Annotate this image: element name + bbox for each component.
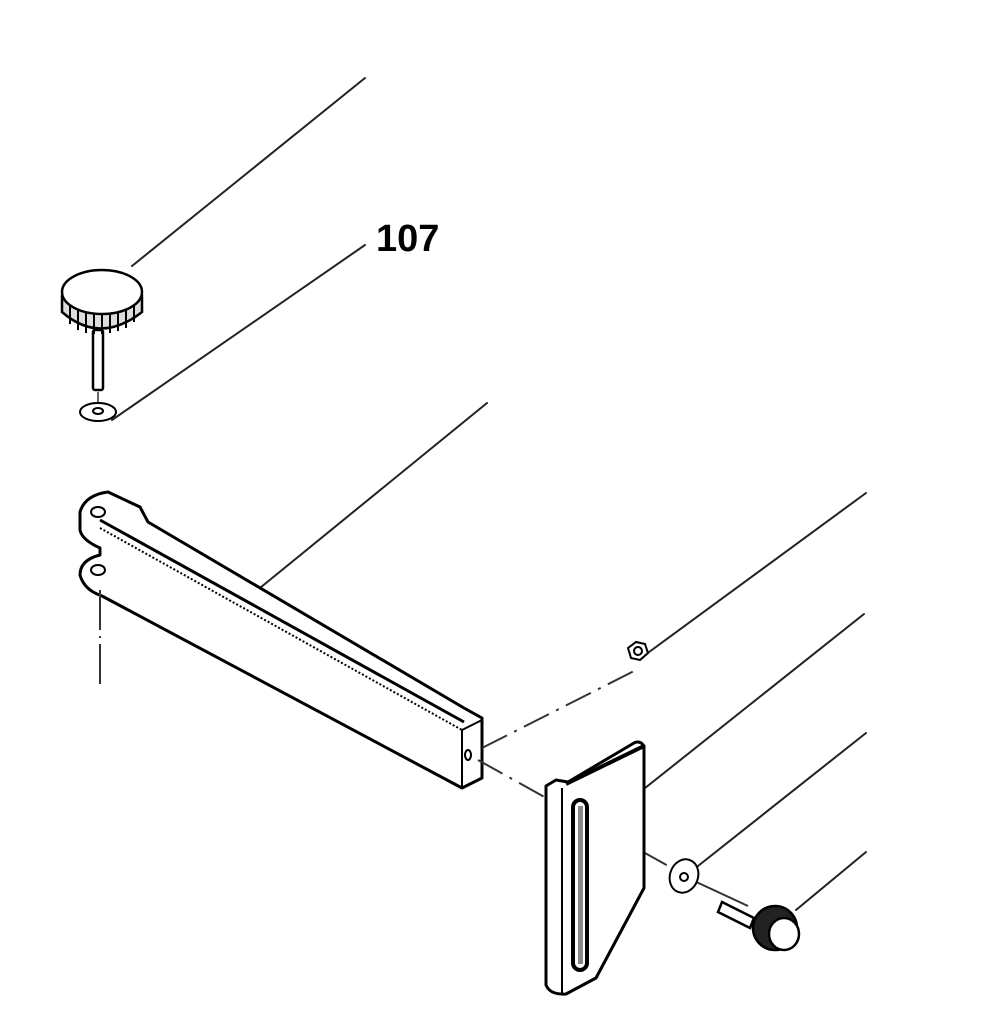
- leader-line-hex-nut: [644, 492, 867, 656]
- leader-line-washer-lower: [697, 732, 867, 867]
- slotted-bracket-plate: [544, 740, 646, 996]
- washer-lower: [668, 858, 700, 894]
- thumb-screw-lower: [716, 900, 801, 952]
- leader-line-thumb-screw-upper: [131, 77, 366, 267]
- washer-upper: [79, 402, 117, 422]
- hex-nut: [626, 640, 650, 662]
- thumb-screw-upper: [60, 268, 144, 392]
- leader-line-thumb-screw-lower: [795, 851, 867, 911]
- callout-label-107: 107: [376, 218, 440, 260]
- leader-line-bracket: [629, 613, 865, 801]
- leader-line-fence-arm: [254, 402, 488, 593]
- leader-line-107: [111, 244, 366, 421]
- fence-arm-bar: [78, 490, 484, 790]
